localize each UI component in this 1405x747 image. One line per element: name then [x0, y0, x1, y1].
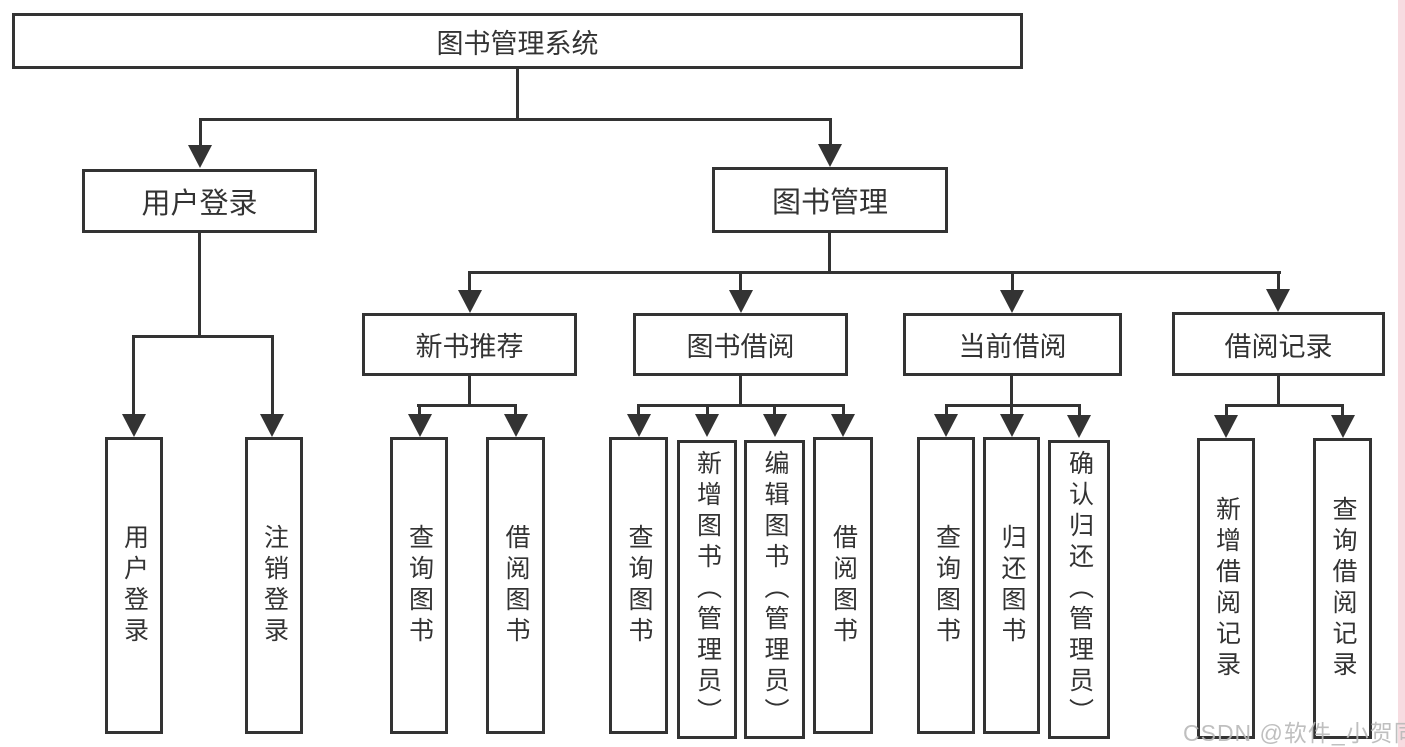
connector-line: [842, 407, 845, 417]
leaf-current-confirm-return-admin: 确认归还（管理员）: [1048, 440, 1110, 739]
connector-line: [516, 69, 519, 118]
node-current-borrow: 当前借阅: [903, 313, 1122, 376]
leaf-borrow-query-books: 查询图书: [609, 437, 668, 734]
arrow-down-icon: [695, 414, 719, 437]
connector-line: [945, 407, 948, 417]
arrow-down-icon: [729, 290, 753, 313]
node-borrow-records: 借阅记录: [1172, 312, 1385, 376]
arrow-down-icon: [188, 145, 212, 168]
node-book-management: 图书管理: [712, 167, 948, 233]
arrow-down-icon: [1000, 414, 1024, 437]
node-user-login: 用户登录: [82, 169, 317, 233]
connector-line: [132, 335, 274, 338]
arrow-down-icon: [627, 414, 651, 437]
node-book-borrow: 图书借阅: [633, 313, 848, 376]
arrow-down-icon: [831, 414, 855, 437]
connector-line: [271, 338, 274, 414]
connector-line: [739, 376, 742, 407]
arrow-down-icon: [408, 414, 432, 437]
node-book-management-label: 图书管理: [771, 187, 888, 219]
connector-line: [1277, 274, 1280, 292]
connector-line: [828, 233, 831, 274]
node-book-borrow-label: 图书借阅: [686, 332, 795, 362]
arrow-down-icon: [1214, 415, 1238, 438]
connector-line: [637, 404, 845, 407]
connector-line: [468, 271, 1281, 274]
node-current-borrow-label: 当前借阅: [958, 332, 1067, 362]
arrow-down-icon: [1331, 415, 1355, 438]
connector-line: [468, 376, 471, 407]
leaf-logout: 注销登录: [245, 437, 303, 734]
arrow-down-icon: [934, 414, 958, 437]
connector-line: [417, 404, 517, 407]
arrow-down-icon: [458, 290, 482, 313]
connector-line: [199, 121, 202, 147]
connector-line: [514, 407, 517, 417]
arrow-down-icon: [1000, 290, 1024, 313]
leaf-user-login: 用户登录: [105, 437, 163, 734]
leaf-rec-borrow-books: 借阅图书: [486, 437, 545, 734]
arrow-down-icon: [260, 414, 284, 437]
leaf-rec-query-books-label: 查询图书: [405, 523, 434, 648]
arrow-down-icon: [122, 414, 146, 437]
leaf-current-return-books-label: 归还图书: [998, 523, 1026, 648]
connector-line: [1010, 407, 1013, 417]
arrow-down-icon: [1266, 289, 1290, 312]
arrow-down-icon: [504, 414, 528, 437]
leaf-borrow-borrow-books-label: 借阅图书: [829, 523, 858, 648]
right-edge-tint: [1398, 0, 1405, 747]
connector-line: [706, 407, 709, 417]
leaf-records-query-record-label: 查询借阅记录: [1329, 495, 1357, 682]
leaf-current-query-books: 查询图书: [917, 437, 975, 734]
connector-line: [1225, 404, 1344, 407]
node-borrow-records-label: 借阅记录: [1224, 331, 1333, 362]
arrow-down-icon: [818, 144, 842, 167]
connector-line: [1225, 407, 1228, 417]
watermark: CSDN @软件_小贺同学: [1183, 720, 1405, 746]
leaf-borrow-add-books-admin-label: 新增图书（管理员）: [693, 450, 722, 729]
arrow-down-icon: [763, 414, 787, 437]
node-root: 图书管理系统: [12, 13, 1023, 69]
connector-line: [773, 407, 776, 417]
node-user-login-label: 用户登录: [141, 188, 258, 220]
connector-line: [468, 274, 471, 292]
node-new-book-recommend: 新书推荐: [362, 313, 577, 376]
connector-line: [637, 407, 640, 417]
connector-line: [739, 274, 742, 292]
connector-line: [1078, 407, 1081, 417]
leaf-current-return-books: 归还图书: [983, 437, 1040, 734]
connector-line: [945, 404, 1081, 407]
connector-line: [829, 121, 832, 147]
leaf-rec-borrow-books-label: 借阅图书: [502, 523, 530, 648]
leaf-borrow-edit-books-admin-label: 编辑图书（管理员）: [761, 450, 789, 729]
leaf-records-add-record: 新增借阅记录: [1197, 438, 1255, 739]
connector-line: [1341, 407, 1344, 417]
connector-line: [199, 118, 832, 121]
leaf-logout-label: 注销登录: [260, 523, 289, 648]
leaf-rec-query-books: 查询图书: [390, 437, 448, 734]
connector-line: [198, 233, 201, 338]
connector-line: [132, 338, 135, 414]
leaf-records-add-record-label: 新增借阅记录: [1212, 495, 1241, 682]
leaf-borrow-edit-books-admin: 编辑图书（管理员）: [744, 440, 805, 739]
connector-line: [1010, 376, 1013, 407]
leaf-borrow-add-books-admin: 新增图书（管理员）: [677, 440, 737, 739]
connector-line: [1277, 376, 1280, 407]
arrow-down-icon: [1067, 415, 1091, 438]
leaf-borrow-borrow-books: 借阅图书: [813, 437, 873, 734]
node-new-book-recommend-label: 新书推荐: [415, 332, 524, 362]
leaf-borrow-query-books-label: 查询图书: [625, 523, 653, 648]
connector-line: [418, 407, 421, 417]
leaf-current-query-books-label: 查询图书: [932, 523, 961, 648]
leaf-records-query-record: 查询借阅记录: [1313, 438, 1372, 739]
node-root-label: 图书管理系统: [436, 28, 599, 59]
connector-line: [1011, 274, 1014, 292]
leaf-current-confirm-return-admin-label: 确认归还（管理员）: [1065, 450, 1094, 729]
leaf-user-login-label: 用户登录: [120, 523, 149, 648]
